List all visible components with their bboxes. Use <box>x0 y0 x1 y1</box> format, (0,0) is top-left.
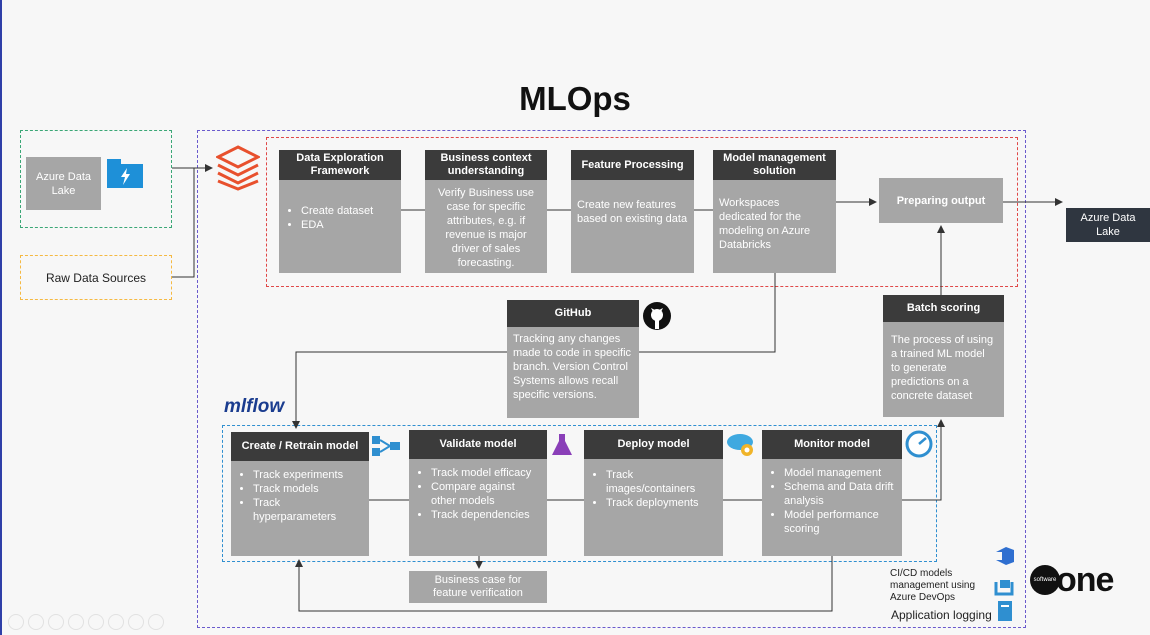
toolbar-button[interactable] <box>8 614 24 630</box>
batch-scoring-header: Batch scoring <box>883 295 1004 322</box>
toolbar-button[interactable] <box>68 614 84 630</box>
bullet: Create dataset <box>301 204 395 218</box>
pipeline-icon <box>371 434 401 458</box>
deploy-model-body: Track images/containersTrack deployments <box>584 464 723 556</box>
databricks-container <box>266 137 1018 287</box>
data-exploration-body: Create datasetEDA <box>279 200 401 273</box>
batch-scoring-text: The process of using a trained ML model … <box>891 334 994 402</box>
flask-icon <box>551 432 573 458</box>
model-management-text: Workspaces dedicated for the modeling on… <box>719 197 811 251</box>
toolbar-button[interactable] <box>128 614 144 630</box>
bullet: Track model efficacy <box>431 466 541 480</box>
bullet: Track hyperparameters <box>253 496 363 524</box>
left-edge-line <box>0 0 2 635</box>
raw-data-sources-label: Raw Data Sources <box>45 270 147 285</box>
deploy-model-header: Deploy model <box>584 430 723 459</box>
mlflow-container <box>222 425 937 562</box>
azure-data-lake-output: Azure Data Lake <box>1066 208 1150 242</box>
toolbar-button[interactable] <box>148 614 164 630</box>
toolbar-button[interactable] <box>88 614 104 630</box>
bullet: Schema and Data drift analysis <box>784 480 896 508</box>
feature-processing-box: Feature Processing Create new features b… <box>571 150 694 273</box>
brand-small-text: software <box>1033 577 1057 583</box>
devops-icon <box>994 546 1016 566</box>
business-case-box: Business case for feature verification <box>409 571 547 603</box>
github-box: GitHub Tracking any changes made to code… <box>507 300 639 418</box>
github-header: GitHub <box>507 300 639 327</box>
connector-raw-to-databricks <box>172 168 195 278</box>
connector-monitor-loop-back <box>295 556 833 612</box>
github-text: Tracking any changes made to code in spe… <box>513 333 632 401</box>
validate-model-body: Track model efficacyCompare against othe… <box>409 462 547 556</box>
model-management-box: Model management solution Workspaces ded… <box>713 150 836 273</box>
bullet: Track models <box>253 482 363 496</box>
validate-model-header: Validate model <box>409 430 547 459</box>
databricks-icon <box>214 145 262 191</box>
bullet: Track dependencies <box>431 508 541 522</box>
page-title: MLOps <box>519 80 631 117</box>
raw-source-container <box>20 255 172 300</box>
connector-github-to-mlflow <box>292 351 507 429</box>
create-retrain-header: Create / Retrain model <box>231 432 369 461</box>
toolbar-button[interactable] <box>28 614 44 630</box>
business-context-box: Business context understanding Verify Bu… <box>425 150 547 273</box>
bullet: Track experiments <box>253 468 363 482</box>
deploy-model-box: Deploy model Track images/containersTrac… <box>584 430 723 556</box>
data-exploration-box: Data Exploration Framework Create datase… <box>279 150 401 273</box>
main-container <box>197 130 1026 628</box>
cloud-gear-icon <box>725 430 757 458</box>
azure-data-lake-source: Azure Data Lake <box>26 157 101 210</box>
github-icon <box>642 301 672 331</box>
cicd-legend-text: CI/CD models management using Azure DevO… <box>890 568 976 603</box>
feature-processing-header: Feature Processing <box>571 150 694 180</box>
logging-legend-text: Application logging <box>891 608 992 622</box>
softwareone-logo: software one <box>1030 560 1114 600</box>
feature-processing-text: Create new features based on existing da… <box>577 199 688 225</box>
preparing-output-box: Preparing output <box>879 178 1003 223</box>
azure-pipelines-icon <box>994 578 1016 596</box>
logging-icon <box>997 600 1013 622</box>
bullet: Model performance scoring <box>784 508 896 536</box>
connector-monitor-to-batch <box>902 419 945 501</box>
azure-source-container <box>20 130 172 228</box>
monitor-model-header: Monitor model <box>762 430 902 459</box>
toolbar-button[interactable] <box>48 614 64 630</box>
monitor-model-body: Model managementSchema and Data drift an… <box>762 462 902 556</box>
bullet: Track deployments <box>606 496 717 510</box>
brand-dot: software <box>1030 565 1060 595</box>
data-exploration-header: Data Exploration Framework <box>279 150 401 180</box>
gauge-icon <box>905 430 933 458</box>
monitor-model-box: Monitor model Model managementSchema and… <box>762 430 902 556</box>
create-retrain-box: Create / Retrain model Track experiments… <box>231 432 369 556</box>
mlflow-logo: mlflow <box>224 396 284 418</box>
slide-toolbar[interactable] <box>8 614 168 635</box>
bullet: EDA <box>301 218 395 232</box>
mlflow-logo-text: mlflow <box>224 396 285 417</box>
validate-model-box: Validate model Track model efficacyCompa… <box>409 430 547 556</box>
bullet: Compare against other models <box>431 480 541 508</box>
brand-big-text: one <box>1056 560 1114 599</box>
bullet: Track images/containers <box>606 468 717 496</box>
business-context-header: Business context understanding <box>425 150 547 180</box>
create-retrain-body: Track experimentsTrack modelsTrack hyper… <box>231 464 369 556</box>
data-lake-storage-icon <box>106 157 144 189</box>
business-context-text: Verify Business use case for specific at… <box>438 187 534 269</box>
batch-scoring-box: Batch scoring The process of using a tra… <box>883 295 1004 417</box>
connector-model-to-github <box>639 273 776 353</box>
model-management-header: Model management solution <box>713 150 836 180</box>
bullet: Model management <box>784 466 896 480</box>
toolbar-button[interactable] <box>108 614 124 630</box>
